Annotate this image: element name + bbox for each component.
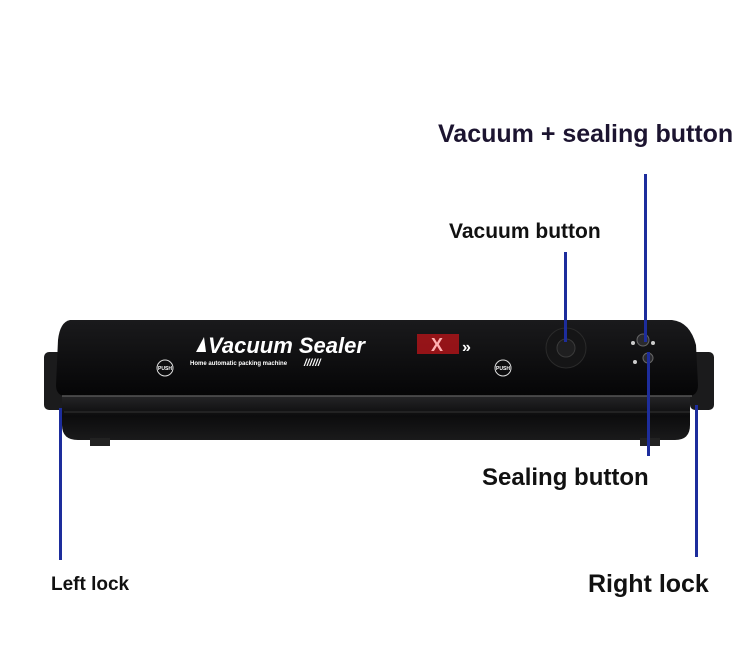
pointer-left-lock bbox=[59, 408, 62, 560]
tagline: Home automatic packing machine bbox=[190, 361, 288, 367]
brand-triangle-icon bbox=[196, 337, 206, 352]
pointer-vacuum-sealing bbox=[644, 174, 647, 342]
slashes-decoration: ////// bbox=[303, 358, 322, 369]
lid bbox=[56, 320, 698, 396]
brand-badge-text: X bbox=[431, 335, 443, 355]
label-right-lock: Right lock bbox=[588, 570, 709, 598]
label-vacuum-sealing-button: Vacuum + sealing button bbox=[438, 120, 732, 148]
foot bbox=[640, 438, 660, 446]
label-vacuum-button: Vacuum button bbox=[449, 220, 601, 243]
label-sealing-button: Sealing button bbox=[482, 464, 649, 491]
svg-text:PUSH: PUSH bbox=[158, 366, 172, 372]
foot bbox=[90, 438, 110, 446]
pointer-vacuum bbox=[564, 252, 567, 342]
pointer-sealing bbox=[647, 352, 650, 456]
label-left-lock: Left lock bbox=[51, 574, 130, 595]
push-button-right[interactable]: PUSH bbox=[494, 359, 512, 377]
brand-badge bbox=[417, 334, 459, 354]
chevrons-icon: » bbox=[462, 339, 471, 356]
vacuum-sealing-button[interactable] bbox=[631, 333, 655, 347]
base-tray bbox=[62, 392, 690, 440]
svg-text:PUSH: PUSH bbox=[496, 366, 510, 372]
push-button-left[interactable]: PUSH bbox=[156, 359, 174, 377]
vacuum-button[interactable] bbox=[545, 327, 587, 369]
pointer-right-lock bbox=[695, 405, 698, 557]
brand-text: Vacuum Sealer bbox=[208, 333, 366, 358]
